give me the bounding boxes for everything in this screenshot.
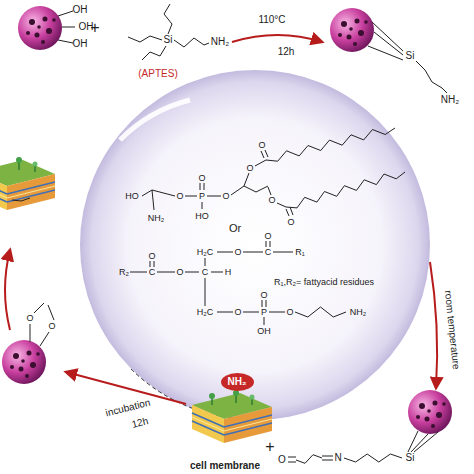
atom-label: N <box>334 453 341 463</box>
atom-label: O <box>176 192 183 201</box>
condition-label: incubation <box>105 398 152 419</box>
reaction-arrows <box>5 35 437 404</box>
chemical-bonds <box>30 4 447 462</box>
atom-label: O <box>148 252 155 261</box>
fatty-chain <box>296 455 322 464</box>
fatty-chain <box>295 307 346 317</box>
atom-label: NH₂ <box>211 37 229 47</box>
nanoparticle <box>330 8 374 52</box>
atom-label: O <box>287 218 294 227</box>
condition-label: 12h <box>131 416 150 430</box>
fatty-chain <box>12 198 30 201</box>
atom-label: O <box>26 314 33 323</box>
atom-label: OH <box>73 39 88 49</box>
sphere-highlight <box>120 100 190 140</box>
atom-label: O <box>260 291 267 300</box>
atom-label: O <box>198 174 205 183</box>
atom-label: R₂ <box>119 268 129 277</box>
or-label: Or <box>229 223 241 234</box>
atom-label: P <box>199 192 205 201</box>
nanoparticle <box>18 6 62 50</box>
amine-bubble: NH₂ <box>221 373 254 391</box>
atom-label: OH <box>257 327 271 336</box>
atom-label: C <box>265 248 272 257</box>
atom-label: H₂C <box>197 248 214 257</box>
atom-label: O <box>278 455 286 465</box>
atom-label: C <box>202 268 209 277</box>
atom-label: O <box>264 232 271 241</box>
atom-label: OH <box>79 22 94 32</box>
fatty-chain <box>266 128 395 161</box>
membrane-illustration <box>0 157 55 210</box>
note-label: R₁,R₂= fattyacid residues <box>274 278 374 287</box>
atom-label: Si <box>406 51 415 61</box>
atom-label: HO <box>125 192 139 201</box>
atom-label: O <box>234 248 241 257</box>
atom-label: NH₂ <box>441 95 459 105</box>
atom-label: O <box>234 308 241 317</box>
fatty-chain <box>344 454 402 462</box>
atom-label: O <box>258 141 265 150</box>
atom-label: H₂C <box>197 308 214 317</box>
atom-label: Si <box>406 453 415 463</box>
atom-label: P <box>261 308 267 317</box>
plus-sign: + <box>265 439 274 455</box>
atom-label: HO <box>195 212 209 221</box>
atom-label: OH <box>73 5 88 15</box>
condition-label: 110°C <box>258 15 285 25</box>
atom-label: NH₂ <box>350 308 367 317</box>
atom-label: O <box>246 164 253 173</box>
part-label: cell membrane <box>190 461 260 471</box>
atom-label: O <box>176 268 183 277</box>
fatty-chains <box>12 128 405 463</box>
fatty-chain <box>286 172 405 208</box>
membrane-illustration <box>192 390 272 443</box>
atom-label: O <box>268 196 275 205</box>
nanoparticle <box>408 390 452 434</box>
atom-label: C <box>149 268 156 277</box>
atom-label: NH₂ <box>148 214 165 223</box>
central-sphere <box>80 70 430 420</box>
atom-label: R₁ <box>295 248 305 257</box>
atom-label: H <box>225 268 232 277</box>
nanoparticle <box>2 340 46 384</box>
atom-label: O <box>48 322 55 331</box>
atom-label: Si <box>164 35 173 45</box>
condition-label: room temperature <box>443 290 461 370</box>
atom-label: O <box>222 192 229 201</box>
bubble-text: NH₂ <box>228 377 247 387</box>
reagent-name: (APTES) <box>138 69 177 79</box>
condition-label: 12h <box>278 47 295 57</box>
atom-label: O <box>286 308 293 317</box>
